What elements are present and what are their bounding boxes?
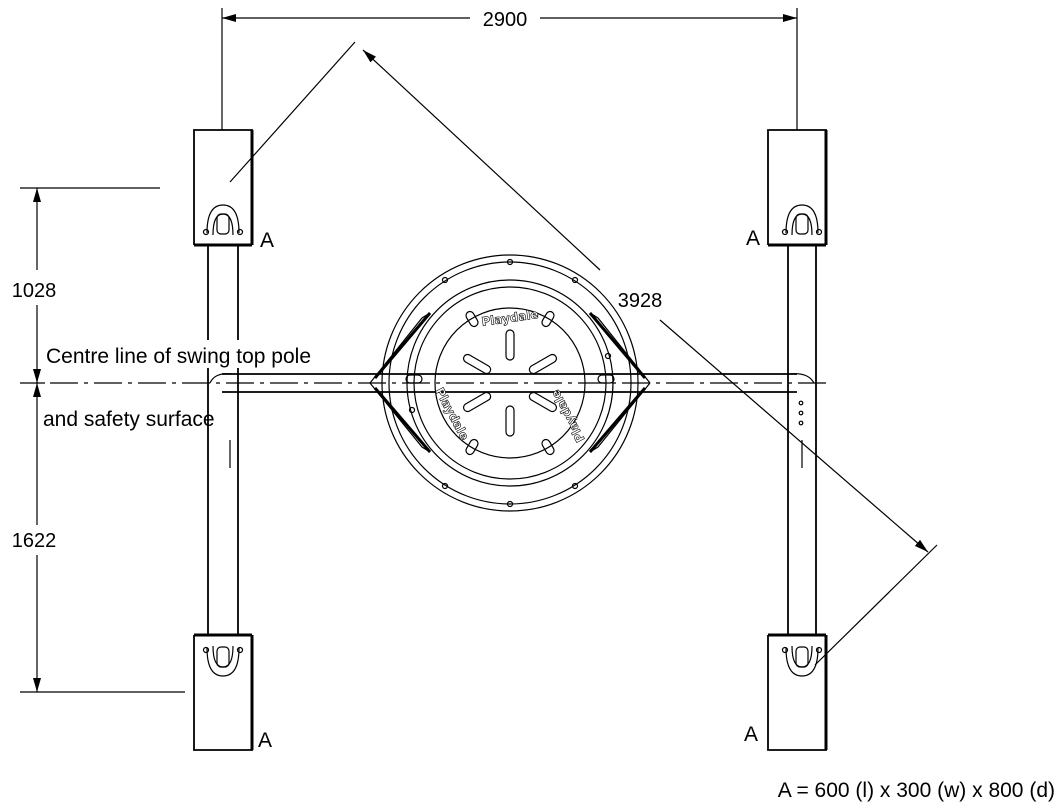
seat-brand-left: Playdale <box>432 385 471 442</box>
footing-label-bl: A <box>258 729 272 752</box>
centre-line-label: Centre line of swing top pole <box>46 345 311 368</box>
width-dimension-label: 2900 <box>483 9 528 31</box>
footing-spec-label: A = 600 (l) x 300 (w) x 800 (d) <box>778 779 1055 802</box>
footing-label-tl: A <box>260 229 274 252</box>
width-dimension: 2900 <box>221 8 798 130</box>
seat-slots <box>405 310 615 456</box>
rim-bolts <box>408 258 612 508</box>
suspension-chains <box>369 312 651 453</box>
footing-label-br: A <box>744 723 758 746</box>
rear-offset-label: 1622 <box>12 530 57 552</box>
diagonal-dimension-label: 3928 <box>618 290 663 312</box>
front-offset-label: 1028 <box>12 280 57 302</box>
right-leg <box>787 245 817 635</box>
footing-bottom-left: A <box>193 633 272 752</box>
top-pole <box>50 373 830 393</box>
left-leg <box>207 245 239 635</box>
footing-top-left: A <box>193 129 274 252</box>
vertical-dimensions: 1028 1622 <box>12 187 185 693</box>
seat-spokes <box>462 329 558 437</box>
safety-surface-label: and safety surface <box>43 408 215 431</box>
footing-top-right: A <box>746 129 828 250</box>
seat-brand-right: Playdale <box>548 387 587 444</box>
footing-label-tr: A <box>746 227 760 250</box>
footing-bottom-right: A <box>744 633 828 751</box>
centre-line-annotation: Centre line of swing top pole and safety… <box>43 340 369 431</box>
